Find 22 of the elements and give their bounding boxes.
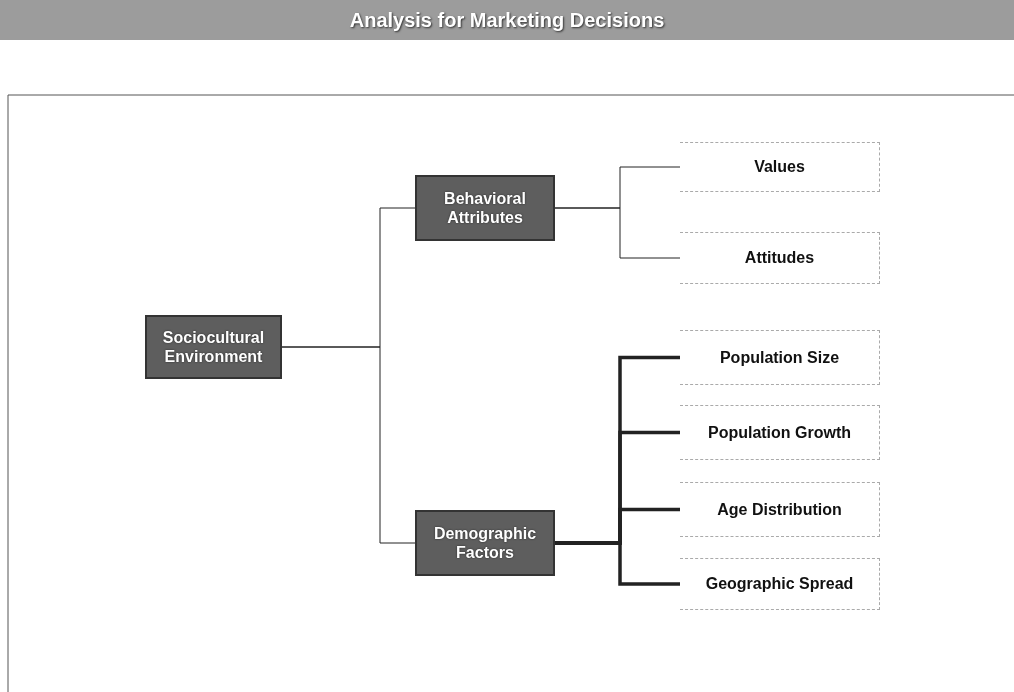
node-label: Demographic Factors <box>432 523 538 563</box>
connector-line <box>555 541 680 586</box>
item-box <box>680 232 880 284</box>
connector-line <box>554 207 681 259</box>
node-label: Geographic Spread <box>705 575 854 593</box>
title: Analysis for Marketing Decisions <box>349 8 665 32</box>
item-box <box>680 330 880 385</box>
connector-line <box>281 346 416 544</box>
node-label: Attitudes <box>744 249 815 267</box>
node-label: Population Size <box>719 348 840 367</box>
node-label: Age Distribution <box>717 500 842 519</box>
category-box <box>415 510 555 576</box>
item-box <box>680 558 880 610</box>
item-box <box>680 405 880 460</box>
node-label: Behavioral Attributes <box>443 188 527 228</box>
node-label: Sociocultural Environment <box>161 327 266 367</box>
item-box <box>680 142 880 192</box>
category-box <box>145 315 282 379</box>
item-box <box>680 482 880 537</box>
node-label: Population Growth <box>707 423 852 442</box>
category-box <box>415 175 555 241</box>
node-label: Values <box>754 158 805 176</box>
